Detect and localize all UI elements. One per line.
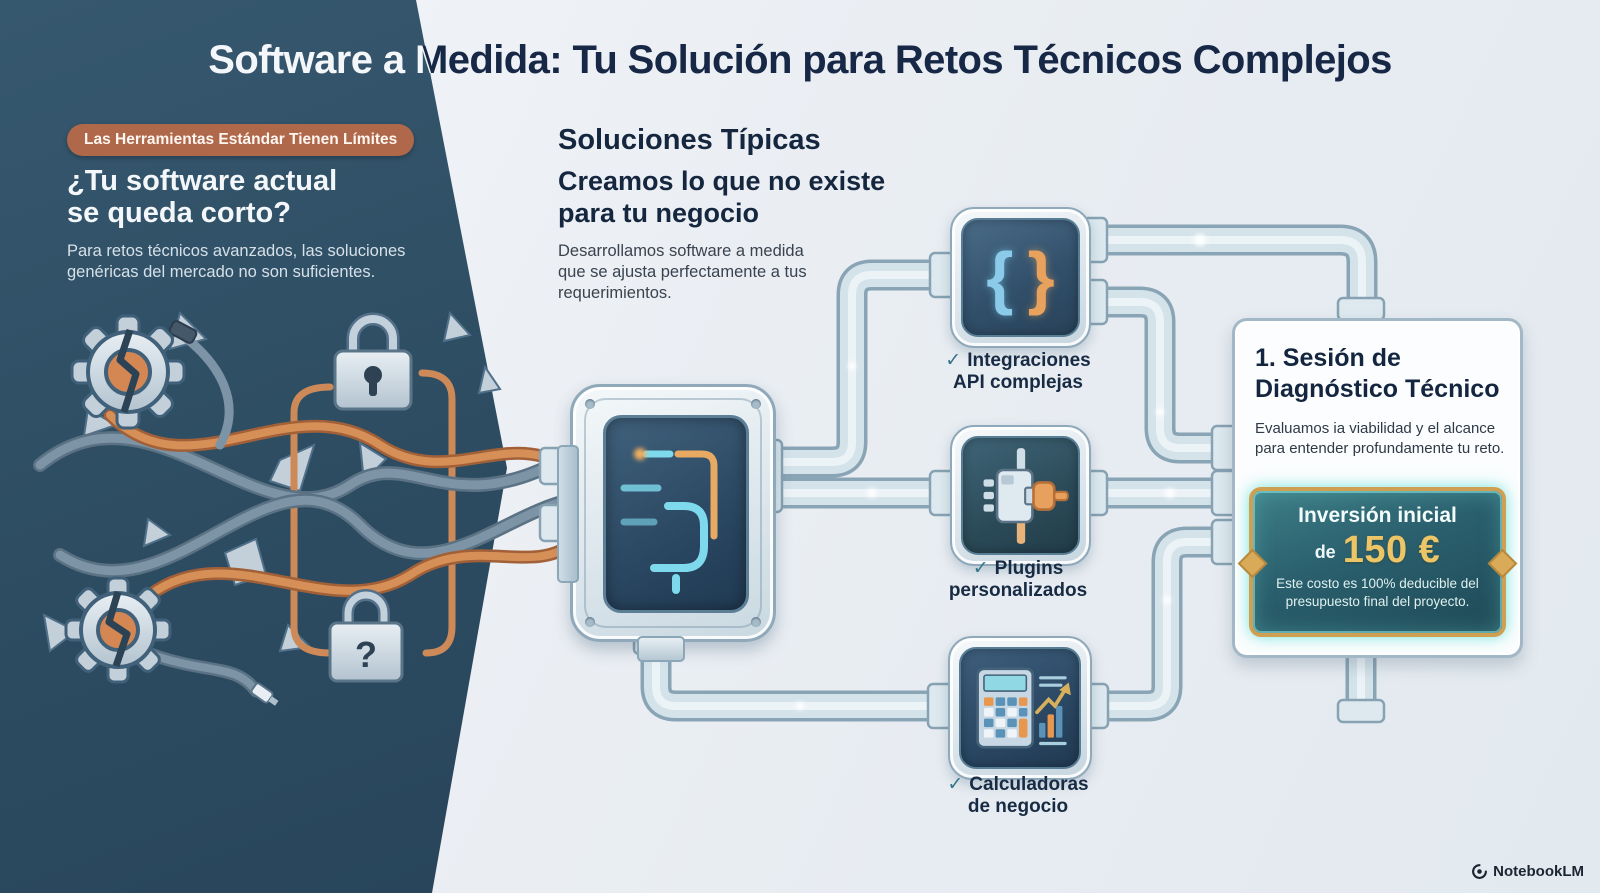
chip-bottom-connector <box>637 636 685 662</box>
solutions-paragraph: Desarrollamos software a medida que se a… <box>558 242 807 302</box>
diagnosis-card: 1. Sesión de Diagnóstico Técnico Evaluam… <box>1232 318 1523 658</box>
plaque-title: Inversión inicial <box>1298 504 1457 527</box>
broken-gear-icon <box>70 314 186 430</box>
plugins-node <box>950 425 1091 566</box>
plaque-note: Este costo es 100% deducible del presupu… <box>1276 576 1479 609</box>
notebooklm-logo-icon <box>1472 864 1488 879</box>
check-icon: ✓ <box>945 350 962 371</box>
plugins-node-label: ✓Plugins personalizados <box>948 558 1088 602</box>
solutions-subheading: Creamos lo que no existe para tu negocio <box>558 166 886 228</box>
left-paragraph: Para retos técnicos avanzados, las soluc… <box>67 242 406 282</box>
left-heading: ¿Tu software actual se queda corto? <box>67 165 338 230</box>
usb-plug-icon <box>250 682 279 706</box>
cable-connector <box>168 320 198 344</box>
chip-left-connector <box>557 445 579 583</box>
card-heading: 1. Sesión de Diagnóstico Técnico <box>1255 344 1500 403</box>
padlock-keyhole-icon <box>333 312 413 411</box>
page-title-overlay: Software a Medida: Tu Solución para Reto… <box>208 38 1392 82</box>
screw-icon <box>585 399 595 409</box>
pipe-glow-lights <box>695 234 1367 711</box>
watermark: NotebookLM <box>1471 863 1584 880</box>
check-icon: ✓ <box>947 774 964 795</box>
svg-text:?: ? <box>355 634 377 675</box>
chip-screen <box>603 415 749 613</box>
limits-badge: Las Herramientas Estándar Tienen Límites <box>67 124 415 156</box>
screw-icon <box>751 399 761 409</box>
calculator-icon <box>959 647 1081 769</box>
pipe-chip-to-calculator <box>656 642 948 706</box>
watermark-label: NotebookLM <box>1493 863 1584 880</box>
plug-icon <box>961 436 1080 555</box>
circuit-traces-icon <box>620 448 718 594</box>
padlock-question-icon: ? <box>328 589 404 683</box>
orange-wires <box>103 330 570 602</box>
page-title: Software a Medida: Tu Solución para Reto… <box>208 38 1392 82</box>
api-node: { } <box>950 207 1091 348</box>
price-value: 150 € <box>1342 529 1441 571</box>
screw-icon <box>751 617 761 627</box>
card-paragraph: Evaluamos ia viabilidad y el alcance par… <box>1255 420 1505 457</box>
solutions-heading: Soluciones Típicas <box>558 124 821 156</box>
broken-gear-icon <box>64 576 172 684</box>
check-icon: ✓ <box>972 558 989 579</box>
curly-braces-icon: { } <box>961 218 1080 337</box>
screw-icon <box>585 617 595 627</box>
calculator-node-label: ✓Calculadoras de negocio <box>947 774 1089 818</box>
orange-frame <box>290 369 456 657</box>
api-node-label: ✓Integraciones API complejas <box>945 350 1091 394</box>
central-chip <box>557 384 776 662</box>
calculator-node <box>948 636 1092 780</box>
tangled-wires-illustration: ? <box>33 310 570 706</box>
